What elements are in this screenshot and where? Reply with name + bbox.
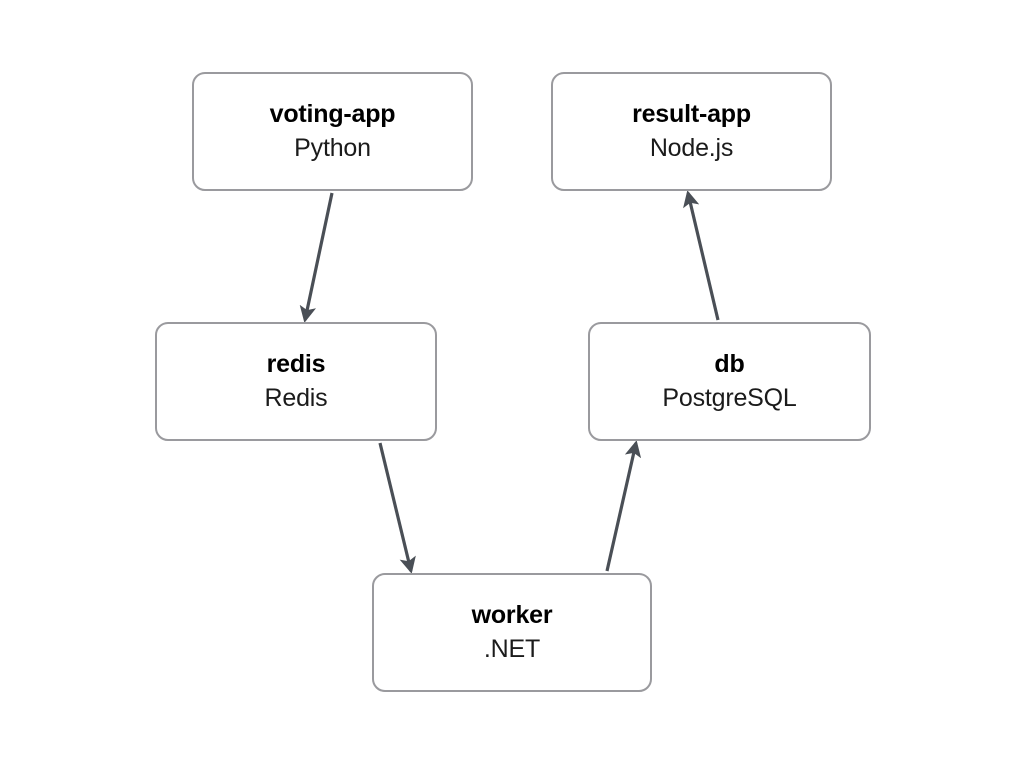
node-subtitle: Python [294, 134, 371, 162]
node-subtitle: PostgreSQL [662, 384, 797, 412]
node-subtitle: Node.js [649, 134, 734, 162]
node-title: voting-app [269, 100, 396, 128]
edge-redis-to-worker [378, 442, 416, 574]
edge-voting-app-to-redis [299, 192, 334, 323]
node-subtitle: Redis [264, 384, 328, 412]
node-voting-app[interactable]: voting-app Python [192, 72, 473, 191]
node-title: redis [266, 350, 326, 378]
node-result-app[interactable]: result-app Node.js [551, 72, 832, 191]
edge-db-to-result-app [683, 190, 720, 321]
node-redis[interactable]: redis Redis [155, 322, 437, 441]
node-title: db [714, 350, 745, 378]
edge-worker-to-db [605, 440, 642, 572]
node-title: result-app [632, 100, 751, 128]
node-db[interactable]: db PostgreSQL [588, 322, 871, 441]
node-title: worker [471, 601, 553, 629]
node-worker[interactable]: worker .NET [372, 573, 652, 692]
node-subtitle: .NET [483, 635, 541, 663]
